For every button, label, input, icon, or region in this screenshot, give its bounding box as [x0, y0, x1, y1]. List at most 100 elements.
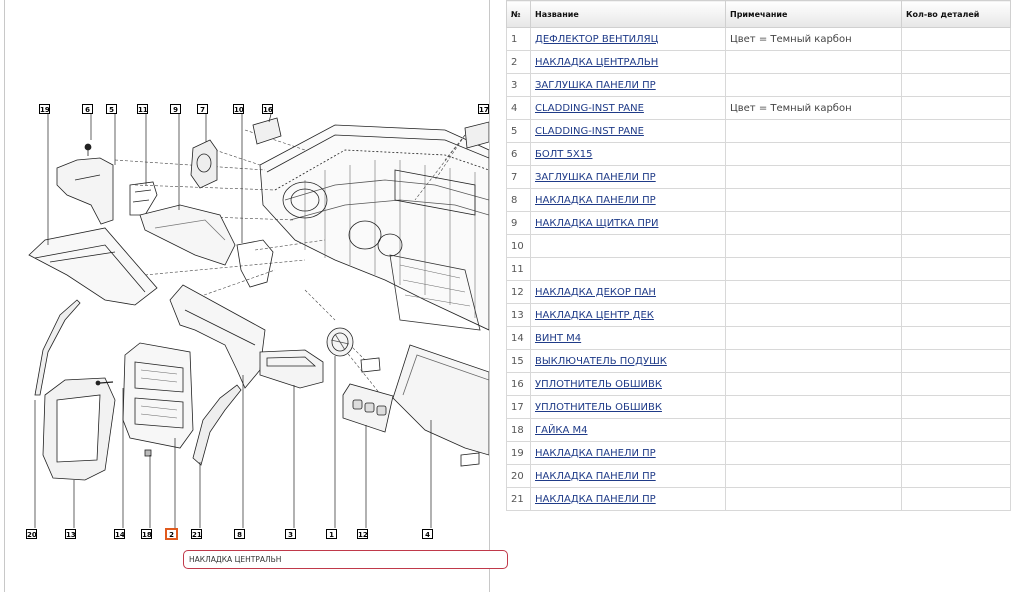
part-number-cell: 8 [506, 188, 531, 212]
callout-9[interactable]: 9 [170, 104, 181, 114]
part-note-cell [725, 349, 902, 373]
part-name-cell: НАКЛАДКА ДЕКОР ПАН [530, 280, 726, 304]
part-number-cell: 4 [506, 96, 531, 120]
callout-5[interactable]: 5 [106, 104, 117, 114]
part-number-cell: 9 [506, 211, 531, 235]
table-row[interactable]: 4 CLADDING-INST PANE Цвет = Темный карбон [506, 96, 1011, 120]
callout-14[interactable]: 14 [114, 529, 125, 539]
part-number-cell: 7 [506, 165, 531, 189]
part-name-link[interactable]: БОЛТ 5Х15 [535, 148, 593, 160]
part-qty-cell [901, 487, 1011, 511]
callout-4[interactable]: 4 [422, 529, 433, 539]
part-name-link[interactable]: УПЛОТНИТЕЛЬ ОБШИВК [535, 401, 662, 413]
exploded-dashboard-drawing [28, 113, 489, 528]
part-number-cell: 1 [506, 27, 531, 51]
table-row[interactable]: 2 НАКЛАДКА ЦЕНТРАЛЬН [506, 50, 1011, 74]
callout-13[interactable]: 13 [65, 529, 76, 539]
col-header-name: Название [530, 0, 726, 28]
callout-19[interactable]: 19 [39, 104, 50, 114]
table-header-row: № Название Примечание Кол-во деталей [506, 0, 1011, 28]
callout-17[interactable]: 17 [478, 104, 489, 114]
part-name-cell: НАКЛАДКА ЩИТКА ПРИ [530, 211, 726, 235]
part-note-cell [725, 487, 902, 511]
callout-18[interactable]: 18 [141, 529, 152, 539]
col-header-qty: Кол-во деталей [901, 0, 1011, 28]
table-row[interactable]: 5 CLADDING-INST PANE [506, 119, 1011, 143]
table-row[interactable]: 10 [506, 234, 1011, 258]
part-number-cell: 21 [506, 487, 531, 511]
part-name-cell: УПЛОТНИТЕЛЬ ОБШИВК [530, 395, 726, 419]
col-header-num: № [506, 0, 531, 28]
table-row[interactable]: 11 [506, 257, 1011, 281]
callout-8[interactable]: 8 [234, 529, 245, 539]
callout-11[interactable]: 11 [137, 104, 148, 114]
part-name-link[interactable]: НАКЛАДКА ЦЕНТРАЛЬН [535, 56, 659, 68]
part-number-cell: 17 [506, 395, 531, 419]
part-name-link[interactable]: ВИНТ М4 [535, 332, 582, 344]
part-name-link[interactable]: НАКЛАДКА ПАНЕЛИ ПР [535, 447, 656, 459]
table-row[interactable]: 9 НАКЛАДКА ЩИТКА ПРИ [506, 211, 1011, 235]
part-note-cell [725, 395, 902, 419]
part-number-cell: 10 [506, 234, 531, 258]
part-number-cell: 6 [506, 142, 531, 166]
callout-3[interactable]: 3 [285, 529, 296, 539]
callout-10[interactable]: 10 [233, 104, 244, 114]
part-name-cell: НАКЛАДКА ПАНЕЛИ ПР [530, 441, 726, 465]
part-name-link[interactable]: CLADDING-INST PANE [535, 125, 644, 137]
part-name-cell: БОЛТ 5Х15 [530, 142, 726, 166]
part-name-link[interactable]: НАКЛАДКА ПАНЕЛИ ПР [535, 493, 656, 505]
callout-6[interactable]: 6 [82, 104, 93, 114]
part-note-cell [725, 211, 902, 235]
callout-16[interactable]: 16 [262, 104, 273, 114]
table-row[interactable]: 7 ЗАГЛУШКА ПАНЕЛИ ПР [506, 165, 1011, 189]
part-name-cell: ВЫКЛЮЧАТЕЛЬ ПОДУШК [530, 349, 726, 373]
table-row[interactable]: 6 БОЛТ 5Х15 [506, 142, 1011, 166]
part-name-link[interactable]: НАКЛАДКА ЩИТКА ПРИ [535, 217, 659, 229]
callout-20[interactable]: 20 [26, 529, 37, 539]
part-name-link[interactable]: УПЛОТНИТЕЛЬ ОБШИВК [535, 378, 662, 390]
part-qty-cell [901, 280, 1011, 304]
part-note-cell: Цвет = Темный карбон [725, 96, 902, 120]
callout-1[interactable]: 1 [326, 529, 337, 539]
part-name-cell: CLADDING-INST PANE [530, 119, 726, 143]
part-number-cell: 5 [506, 119, 531, 143]
part-note-cell [725, 303, 902, 327]
part-name-link[interactable]: ЗАГЛУШКА ПАНЕЛИ ПР [535, 79, 656, 91]
part-name-link[interactable]: НАКЛАДКА ПАНЕЛИ ПР [535, 194, 656, 206]
parts-table-body: 1 ДЕФЛЕКТОР ВЕНТИЛЯЦ Цвет = Темный карбон 2… [506, 27, 1011, 511]
part-note-cell [725, 234, 902, 258]
callout-12[interactable]: 12 [357, 529, 368, 539]
table-row[interactable]: 17 УПЛОТНИТЕЛЬ ОБШИВК [506, 395, 1011, 419]
callout-7[interactable]: 7 [197, 104, 208, 114]
part-note-cell [725, 418, 902, 442]
table-row[interactable]: 21 НАКЛАДКА ПАНЕЛИ ПР [506, 487, 1011, 511]
part-note-cell [725, 326, 902, 350]
table-row[interactable]: 8 НАКЛАДКА ПАНЕЛИ ПР [506, 188, 1011, 212]
part-name-link[interactable]: ВЫКЛЮЧАТЕЛЬ ПОДУШК [535, 355, 667, 367]
callout-21[interactable]: 21 [191, 529, 202, 539]
part-name-link[interactable]: НАКЛАДКА ПАНЕЛИ ПР [535, 470, 656, 482]
part-name-link[interactable]: CLADDING-INST PANE [535, 102, 644, 114]
part-name-link[interactable]: ДЕФЛЕКТОР ВЕНТИЛЯЦ [535, 33, 659, 45]
part-name-link[interactable]: НАКЛАДКА ЦЕНТР ДЕК [535, 309, 654, 321]
part-name-link[interactable]: НАКЛАДКА ДЕКОР ПАН [535, 286, 656, 298]
part-qty-cell [901, 257, 1011, 281]
part-number-cell: 14 [506, 326, 531, 350]
table-row[interactable]: 14 ВИНТ М4 [506, 326, 1011, 350]
callout-2-selected[interactable]: 2 [166, 529, 177, 539]
part-qty-cell [901, 234, 1011, 258]
part-name-link[interactable]: ГАЙКА М4 [535, 424, 588, 436]
part-number-cell: 2 [506, 50, 531, 74]
part-qty-cell [901, 372, 1011, 396]
part-name-cell: НАКЛАДКА ЦЕНТР ДЕК [530, 303, 726, 327]
part-name-link[interactable]: ЗАГЛУШКА ПАНЕЛИ ПР [535, 171, 656, 183]
